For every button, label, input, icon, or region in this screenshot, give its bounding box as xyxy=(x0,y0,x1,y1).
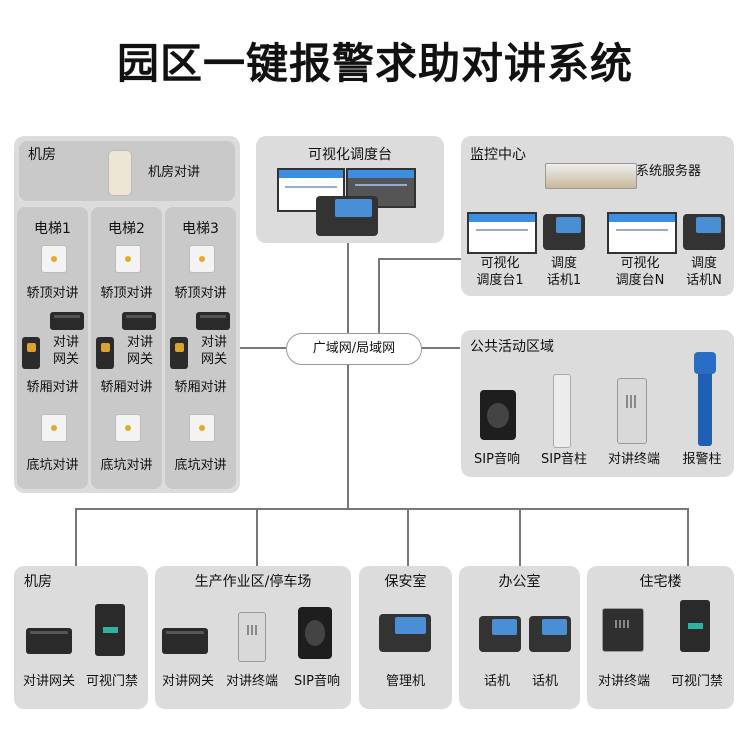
desk-phone-icon xyxy=(479,616,521,652)
elevator-3-car-top-label: 轿顶对讲 xyxy=(174,286,227,301)
page-title: 园区一键报警求助对讲系统 xyxy=(116,39,633,88)
bottom-device-label: 可视门禁 xyxy=(670,674,723,689)
dispatch-phone-icon xyxy=(316,196,378,236)
public-device-label: SIP音柱 xyxy=(541,452,587,467)
network-node: 广域网/局域网 xyxy=(286,333,422,365)
line-dispatch-down xyxy=(347,243,349,333)
intercom-gateway-icon xyxy=(50,312,84,330)
dispatch-console-icon xyxy=(607,212,677,254)
machine-room-device-label: 机房对讲 xyxy=(148,165,201,180)
public-area-title: 公共活动区域 xyxy=(470,339,554,355)
video-wall-icon xyxy=(346,168,416,208)
line-drop-5 xyxy=(687,508,689,566)
intercom-terminal-icon xyxy=(238,612,266,662)
bottom-machine-room-title: 机房 xyxy=(24,574,52,590)
public-device-label: SIP音响 xyxy=(474,452,520,467)
alarm-pillar-icon xyxy=(694,352,716,446)
management-phone-icon xyxy=(379,614,431,652)
pit-speaker-icon xyxy=(41,414,67,442)
access-control-icon xyxy=(680,600,710,652)
bottom-device-label: 对讲网关 xyxy=(22,674,75,689)
elevator-3-title: 电梯3 xyxy=(182,221,219,237)
elevator-3-pit-label: 底坑对讲 xyxy=(174,458,227,473)
line-drop-4 xyxy=(519,508,521,566)
monitor-device-label: 调度 话机N xyxy=(686,256,722,288)
elevator-2-car-label: 轿厢对讲 xyxy=(100,380,153,395)
intercom-gateway-icon xyxy=(122,312,156,330)
bottom-device-label: 话机 xyxy=(531,674,558,689)
sip-speaker-icon xyxy=(480,390,516,440)
bottom-residential-title: 住宅楼 xyxy=(639,574,682,590)
pit-speaker-icon xyxy=(115,414,141,442)
sip-column-speaker-icon xyxy=(553,374,571,448)
elevator-1-car-label: 轿厢对讲 xyxy=(26,380,79,395)
bottom-office-title: 办公室 xyxy=(498,574,541,590)
elevator-3-car-label: 轿厢对讲 xyxy=(174,380,227,395)
bottom-device-label: SIP音响 xyxy=(294,674,340,689)
elevator-2-gateway-label: 对讲 网关 xyxy=(126,335,153,367)
bottom-device-label: 对讲网关 xyxy=(161,674,214,689)
monitor-device-label: 可视化 调度台N xyxy=(615,256,665,288)
bottom-device-label: 对讲终端 xyxy=(597,674,650,689)
line-monitor-h xyxy=(378,258,462,260)
server-icon xyxy=(545,163,637,189)
line-drop-2 xyxy=(256,508,258,566)
bottom-device-label: 可视门禁 xyxy=(85,674,138,689)
line-bottom-bus xyxy=(75,508,689,510)
public-device-label: 报警柱 xyxy=(682,452,722,467)
elevator-1-gateway-label: 对讲 网关 xyxy=(52,335,79,367)
car-top-speaker-icon xyxy=(189,245,215,273)
line-net-down xyxy=(347,363,349,510)
dispatch-monitor-icon xyxy=(277,168,345,212)
pit-speaker-icon xyxy=(189,414,215,442)
bottom-production-title: 生产作业区/停车场 xyxy=(194,574,312,590)
elevator-3-gateway-label: 对讲 网关 xyxy=(200,335,227,367)
line-net-to-public xyxy=(420,347,460,349)
wall-intercom-icon xyxy=(108,150,132,196)
car-intercom-panel-icon xyxy=(22,337,40,369)
intercom-gateway-icon xyxy=(162,628,208,654)
dispatch-phone-icon xyxy=(543,214,585,250)
sip-speaker-icon xyxy=(298,607,332,659)
line-drop-3 xyxy=(407,508,409,566)
dispatch-console-icon xyxy=(467,212,537,254)
monitor-device-label: 可视化 调度台1 xyxy=(476,256,524,288)
bottom-device-label: 话机 xyxy=(483,674,510,689)
car-top-speaker-icon xyxy=(41,245,67,273)
dispatch-title: 可视化调度台 xyxy=(308,147,392,163)
access-control-icon xyxy=(95,604,125,656)
elevator-2-car-top-label: 轿顶对讲 xyxy=(100,286,153,301)
elevator-2-pit-label: 底坑对讲 xyxy=(100,458,153,473)
server-label: 系统服务器 xyxy=(636,164,702,179)
elevator-1-car-top-label: 轿顶对讲 xyxy=(26,286,79,301)
line-drop-1 xyxy=(75,508,77,566)
monitor-device-label: 调度 话机1 xyxy=(546,256,582,288)
line-left-to-net xyxy=(240,347,286,349)
public-device-label: 对讲终端 xyxy=(607,452,660,467)
elevator-1-pit-label: 底坑对讲 xyxy=(26,458,79,473)
elevator-1-title: 电梯1 xyxy=(34,221,71,237)
monitor-center-title: 监控中心 xyxy=(470,147,526,163)
car-intercom-panel-icon xyxy=(96,337,114,369)
intercom-gateway-icon xyxy=(196,312,230,330)
dispatch-phone-icon xyxy=(683,214,725,250)
bottom-device-label: 对讲终端 xyxy=(225,674,278,689)
intercom-terminal-icon xyxy=(602,608,644,652)
desk-phone-icon xyxy=(529,616,571,652)
bottom-device-label: 管理机 xyxy=(385,674,425,689)
bottom-security-title: 保安室 xyxy=(384,574,427,590)
car-intercom-panel-icon xyxy=(170,337,188,369)
machine-room-title: 机房 xyxy=(28,147,56,163)
intercom-gateway-icon xyxy=(26,628,72,654)
elevator-2-title: 电梯2 xyxy=(108,221,145,237)
car-top-speaker-icon xyxy=(115,245,141,273)
intercom-terminal-icon xyxy=(617,378,647,444)
line-monitor-v xyxy=(378,258,380,335)
